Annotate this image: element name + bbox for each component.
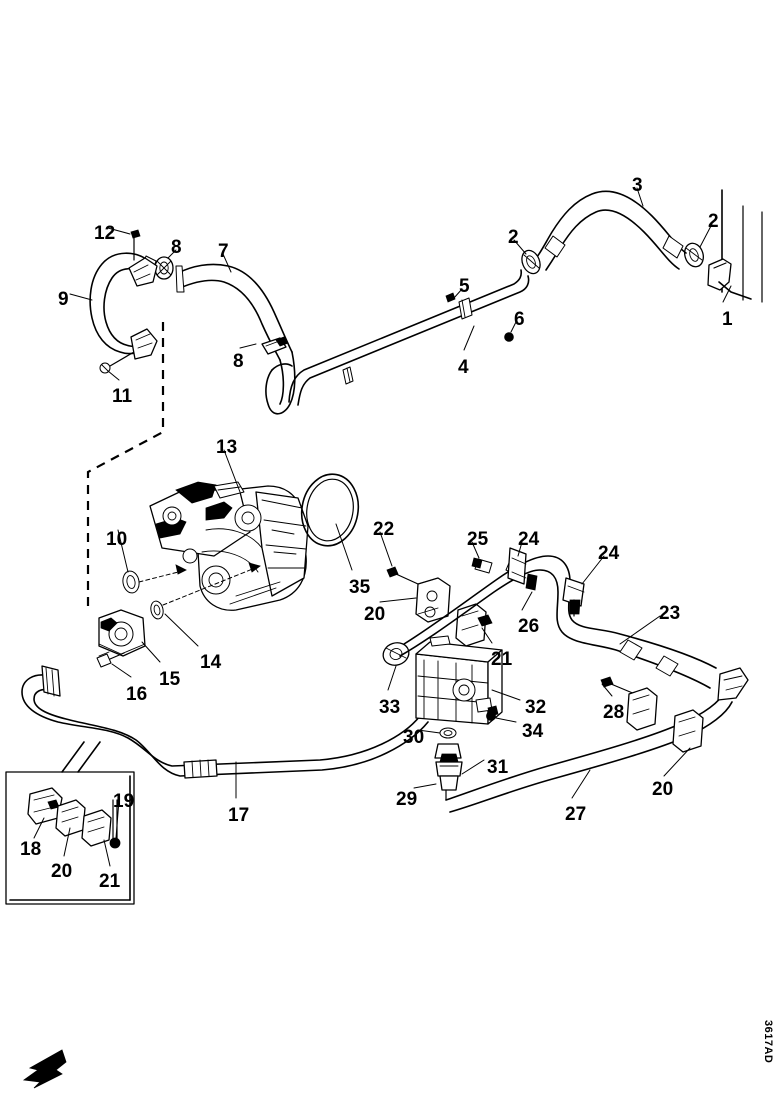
- part-8-clamp-lower: [261, 336, 289, 355]
- callout-29: 29: [396, 789, 418, 810]
- direction-arrow: [22, 1049, 67, 1089]
- part-12-bolt: [130, 229, 141, 261]
- callout-26: 26: [518, 616, 540, 637]
- callout-7: 7: [218, 241, 229, 262]
- callout-13: 13: [216, 437, 238, 458]
- callout-2a: 2: [708, 211, 719, 232]
- part-27-hose: [445, 667, 749, 813]
- callout-16: 16: [126, 684, 148, 705]
- callout-35: 35: [349, 577, 371, 598]
- callout-8b: 8: [233, 351, 244, 372]
- callout-3: 3: [632, 175, 643, 196]
- callout-4: 4: [458, 357, 469, 378]
- part-26-nut: [525, 573, 538, 591]
- part-4-tube: [288, 269, 530, 406]
- callout-11: 11: [112, 386, 133, 407]
- callout-18: 18: [20, 839, 42, 860]
- callout-10: 10: [106, 529, 128, 550]
- callout-9: 9: [58, 289, 69, 310]
- callout-14: 14: [200, 652, 222, 673]
- part-25-bolt: [471, 557, 493, 574]
- part-1-end-fitting: [707, 258, 752, 300]
- dashed-leader-bracket: [86, 322, 165, 612]
- callout-20b: 20: [364, 604, 386, 625]
- arrowheads: [175, 562, 261, 575]
- part-9-bracket: [130, 328, 158, 360]
- callout-20c: 20: [652, 779, 674, 800]
- part-20-bracket-right-b: [672, 709, 704, 753]
- callout-22: 22: [373, 519, 395, 540]
- callout-33: 33: [379, 697, 401, 718]
- part-5-bolt: [445, 292, 456, 303]
- reference-code-text: 3617AD: [762, 1020, 774, 1064]
- part-6-nut: [504, 332, 514, 342]
- part-35-oring: [300, 473, 360, 547]
- part-24-clamp-right: [562, 577, 585, 617]
- part-29-31-fitting-stack: [434, 743, 463, 801]
- part-2-clamp-right: [684, 242, 704, 268]
- callout-1: 1: [722, 309, 733, 330]
- part-2-clamp-left: [521, 249, 541, 275]
- callout-6: 6: [514, 309, 525, 330]
- callout-23: 23: [659, 603, 681, 624]
- reference-code: 3617AD: [760, 1020, 776, 1090]
- part-4-lower-bend: [265, 351, 296, 415]
- cutaway-boundary-lines: [721, 189, 763, 303]
- part-34-nut: [486, 711, 496, 721]
- callout-32: 32: [525, 697, 547, 718]
- part-15-flange: [98, 609, 146, 657]
- callout-5: 5: [459, 276, 470, 297]
- part-28-bolt: [600, 676, 636, 695]
- callout-24b: 24: [598, 543, 620, 564]
- callout-17: 17: [228, 805, 250, 826]
- part-30-washer: [439, 727, 457, 739]
- callout-21b: 21: [491, 649, 513, 670]
- callout-2b: 2: [508, 227, 519, 248]
- part-33-coupling: [382, 642, 410, 666]
- part-16-bolt: [96, 651, 125, 668]
- part-32-valve-block: [415, 635, 503, 725]
- part-10-seal: [122, 570, 140, 594]
- part-22-bolt: [386, 566, 419, 585]
- part-11-bolt: [99, 351, 135, 374]
- callout-19: 19: [113, 791, 135, 812]
- callout-15: 15: [159, 669, 181, 690]
- callout-25: 25: [467, 529, 489, 550]
- callout-21a: 21: [99, 871, 121, 892]
- callout-8a: 8: [171, 237, 182, 258]
- callout-34: 34: [522, 721, 544, 742]
- part-24-clamp-left: [507, 547, 527, 585]
- part-20-bracket-right-a: [626, 687, 658, 731]
- part-12-bracket: [128, 257, 158, 287]
- callout-30: 30: [403, 727, 425, 748]
- part-21-clamp: [455, 603, 493, 647]
- part-8-ring-clamp: [154, 256, 174, 280]
- callout-28: 28: [603, 702, 625, 723]
- part-13-pump: [149, 481, 309, 611]
- callout-12: 12: [94, 223, 116, 244]
- callout-20a: 20: [51, 861, 73, 882]
- part-17-hose: [21, 665, 429, 779]
- part-3-hose: [536, 190, 687, 271]
- leader-lines: [33, 187, 732, 867]
- callout-24a: 24: [518, 529, 540, 550]
- pump-assembly-arrows: [138, 565, 261, 606]
- callout-31: 31: [487, 757, 509, 778]
- callout-27: 27: [565, 804, 587, 825]
- part-20-bracket-upper: [415, 577, 451, 623]
- detail-inset-box: [5, 741, 135, 905]
- part-14-ring: [150, 600, 164, 620]
